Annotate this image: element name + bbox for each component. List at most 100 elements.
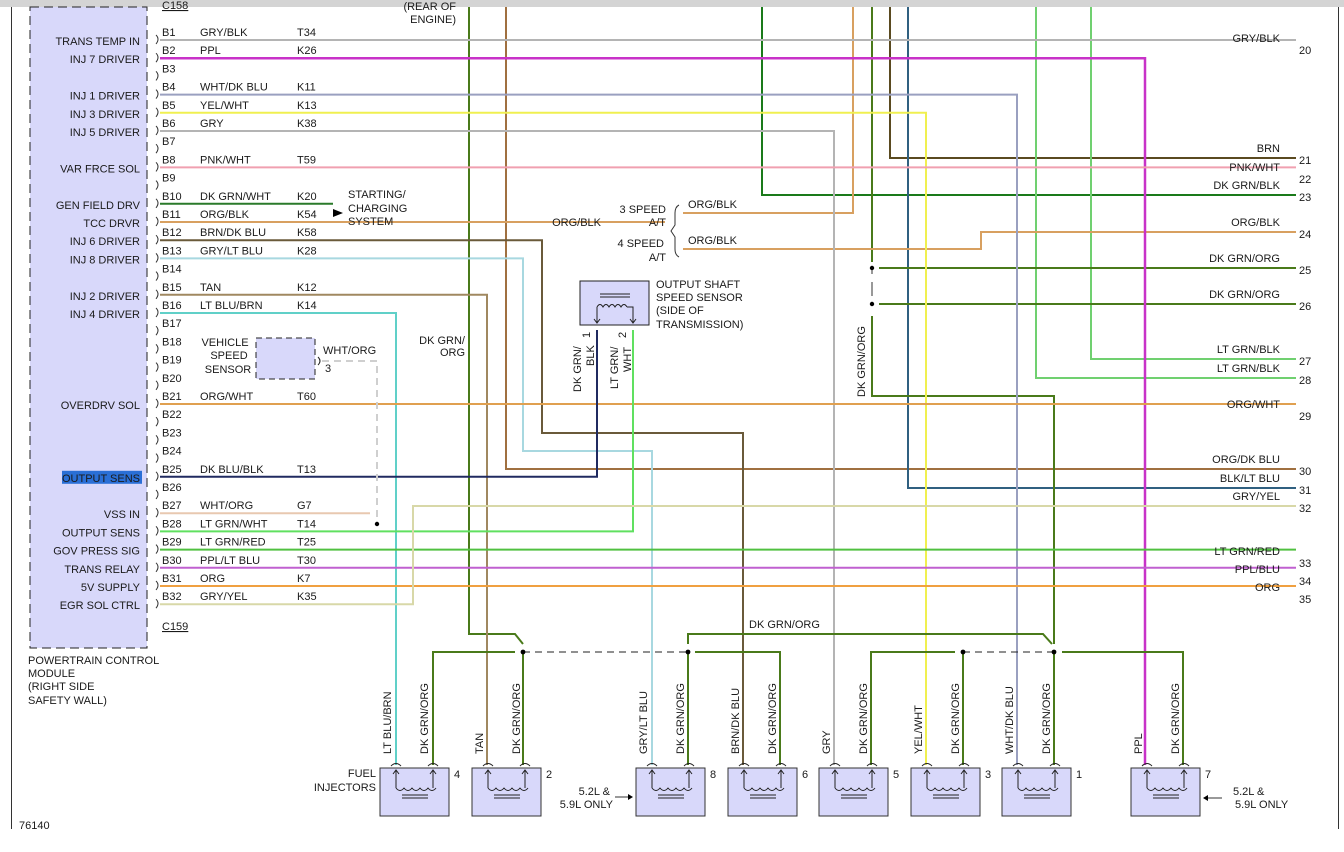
wire-ref-28: [1035, 7, 1296, 379]
ref-wire-label: ORG/BLK: [1231, 217, 1281, 229]
coil-icon: [1141, 763, 1190, 799]
injector-box: [910, 767, 981, 817]
injector-box: [727, 767, 798, 817]
pin-row: B20: [155, 373, 182, 391]
connector-terminal-icon: [155, 362, 159, 372]
ground-wire: [1062, 651, 1184, 765]
pin-number: B28: [162, 518, 182, 530]
ref-number: 29: [1299, 411, 1311, 423]
oss-label: TRANSMISSION): [656, 319, 743, 331]
output-shaft-speed-sensor-box[interactable]: [579, 280, 650, 326]
oss-wire2-label: WHT: [622, 347, 634, 372]
pin-circuit: T13: [297, 464, 316, 476]
pin-wire-color: LT GRN/WHT: [200, 518, 268, 530]
vehicle-speed-sensor-box[interactable]: [255, 337, 316, 380]
pin-row: B17: [155, 318, 182, 336]
ref-number: 23: [1299, 192, 1311, 204]
connector-terminal-icon: [317, 356, 321, 366]
pin-circuit: K20: [297, 191, 317, 203]
oss-pin2: 2: [617, 332, 629, 338]
starting-charging-label: STARTING/: [348, 189, 407, 201]
pin-circuit: T25: [297, 537, 316, 549]
pin-number: B29: [162, 537, 182, 549]
pin-number: B26: [162, 482, 182, 494]
connector-terminal-icon: [155, 307, 159, 318]
oss-wire1-label: DK GRN/: [572, 345, 584, 392]
connector-terminal-icon: [155, 107, 159, 118]
pin-number: B32: [162, 591, 182, 603]
connector-terminal-icon: [155, 143, 159, 154]
injector-box: [635, 767, 706, 817]
speed4-wire-label: ORG/BLK: [688, 235, 738, 247]
wire-ref-21: [889, 7, 1296, 159]
fuel-injectors-label: INJECTORS: [314, 782, 376, 794]
pin-number: B2: [162, 45, 175, 57]
pin-function-label: INJ 4 DRIVER: [70, 309, 140, 321]
arrow-right-icon: [333, 209, 343, 217]
coil-icon: [482, 763, 531, 799]
wire-ref-31: [907, 7, 1296, 489]
pin-wire-color: PNK/WHT: [200, 154, 251, 166]
pin-number: B1: [162, 27, 175, 39]
connector-terminal-icon: [155, 398, 159, 409]
ref-number: 25: [1299, 265, 1311, 277]
pin-circuit: K7: [297, 573, 310, 585]
pin-row: B26: [155, 482, 182, 500]
ref-wire-label: DK GRN/ORG: [1209, 289, 1280, 301]
splice-wire: [871, 316, 1055, 644]
pin-wire-color: ORG/BLK: [200, 209, 250, 221]
pin-wire-color: TAN: [200, 282, 221, 294]
pin-number: B31: [162, 573, 182, 585]
pin-number: B14: [162, 264, 182, 276]
pin-number: B12: [162, 227, 182, 239]
ref-wire-label: GRY/BLK: [1233, 33, 1281, 45]
engine-note-label: 5.9L ONLY: [560, 799, 614, 811]
injector-number: 2: [546, 769, 552, 781]
window-top-bar: [0, 0, 1344, 7]
connector-terminal-icon: [155, 253, 159, 263]
pcm-label-line: (RIGHT SIDE: [28, 681, 94, 693]
connector-terminal-icon: [155, 180, 159, 190]
pin-circuit: K35: [297, 591, 317, 603]
oss-wire2-label: LT GRN/: [609, 346, 621, 389]
wire-b4: [160, 93, 1018, 765]
ref-number: 31: [1299, 485, 1311, 497]
pin-row: B23: [155, 427, 182, 445]
connector-terminal-icon: [155, 125, 159, 136]
connector-terminal-icon: [155, 216, 159, 227]
brace-icon: [670, 204, 680, 258]
pin-number: B18: [162, 336, 182, 348]
vss-wire-label: WHT/ORG: [323, 345, 376, 357]
pin-wire-color: WHT/DK BLU: [200, 82, 268, 94]
ref-number: 35: [1299, 594, 1311, 606]
